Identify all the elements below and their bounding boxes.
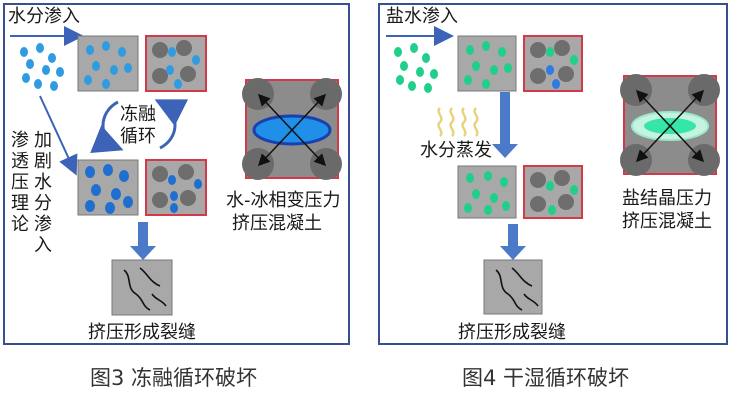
concrete-block-wet [77, 35, 139, 92]
evaporation-icon [437, 107, 479, 137]
cycle-arc-right [154, 99, 189, 150]
salt-pressure-box [620, 74, 720, 176]
fig4-pressure-line1: 盐结晶压力 [622, 188, 712, 209]
cracked-block-fig3 [111, 259, 173, 316]
concrete-block-salt-crystal-2 [523, 165, 583, 219]
water-droplets-cluster [20, 43, 64, 91]
fig4-caption: 图4 干湿循环破坏 [462, 366, 630, 390]
fig3-cycle-line2: 循环 [120, 126, 156, 147]
concrete-block-salt-2 [457, 165, 517, 219]
fig4-result-label: 挤压形成裂缝 [458, 322, 566, 343]
figure4-panel [378, 3, 728, 345]
ice-pressure-box [242, 78, 342, 180]
down-arrow-fig4-top [492, 92, 518, 158]
down-arrow-fig4-bottom [500, 224, 526, 260]
fig3-input-label: 水分渗入 [8, 6, 80, 27]
salt-droplets-cluster [394, 43, 438, 93]
fig4-pressure-line2: 挤压混凝土 [622, 211, 712, 232]
concrete-block-salt-crystal [523, 35, 583, 92]
fig3-pressure-line1: 水-冰相变压力 [226, 190, 341, 211]
fig3-caption: 图3 冻融循环破坏 [90, 366, 258, 390]
cycle-arc-left [90, 100, 124, 153]
fig3-side-col1: 渗透压理论 [11, 130, 29, 235]
concrete-block-frozen [145, 35, 207, 92]
fig3-pressure-line2: 挤压混凝土 [232, 213, 322, 234]
concrete-block-salt [457, 35, 517, 92]
fig4-input-label: 盐水渗入 [386, 6, 458, 27]
fig3-result-label: 挤压形成裂缝 [88, 322, 196, 343]
fig3-side-col2: 加剧水分渗入 [34, 130, 52, 256]
concrete-block-wet-2 [77, 159, 139, 216]
fig4-evap-label: 水分蒸发 [420, 140, 492, 161]
cracked-block-fig4 [483, 259, 543, 315]
diagonal-arrow [39, 95, 78, 176]
fig3-cycle-label: 冻融 循环 [120, 104, 156, 148]
concrete-block-frozen-2 [145, 159, 207, 216]
down-arrow-fig3 [130, 222, 156, 260]
fig3-cycle-line1: 冻融 [120, 104, 156, 125]
